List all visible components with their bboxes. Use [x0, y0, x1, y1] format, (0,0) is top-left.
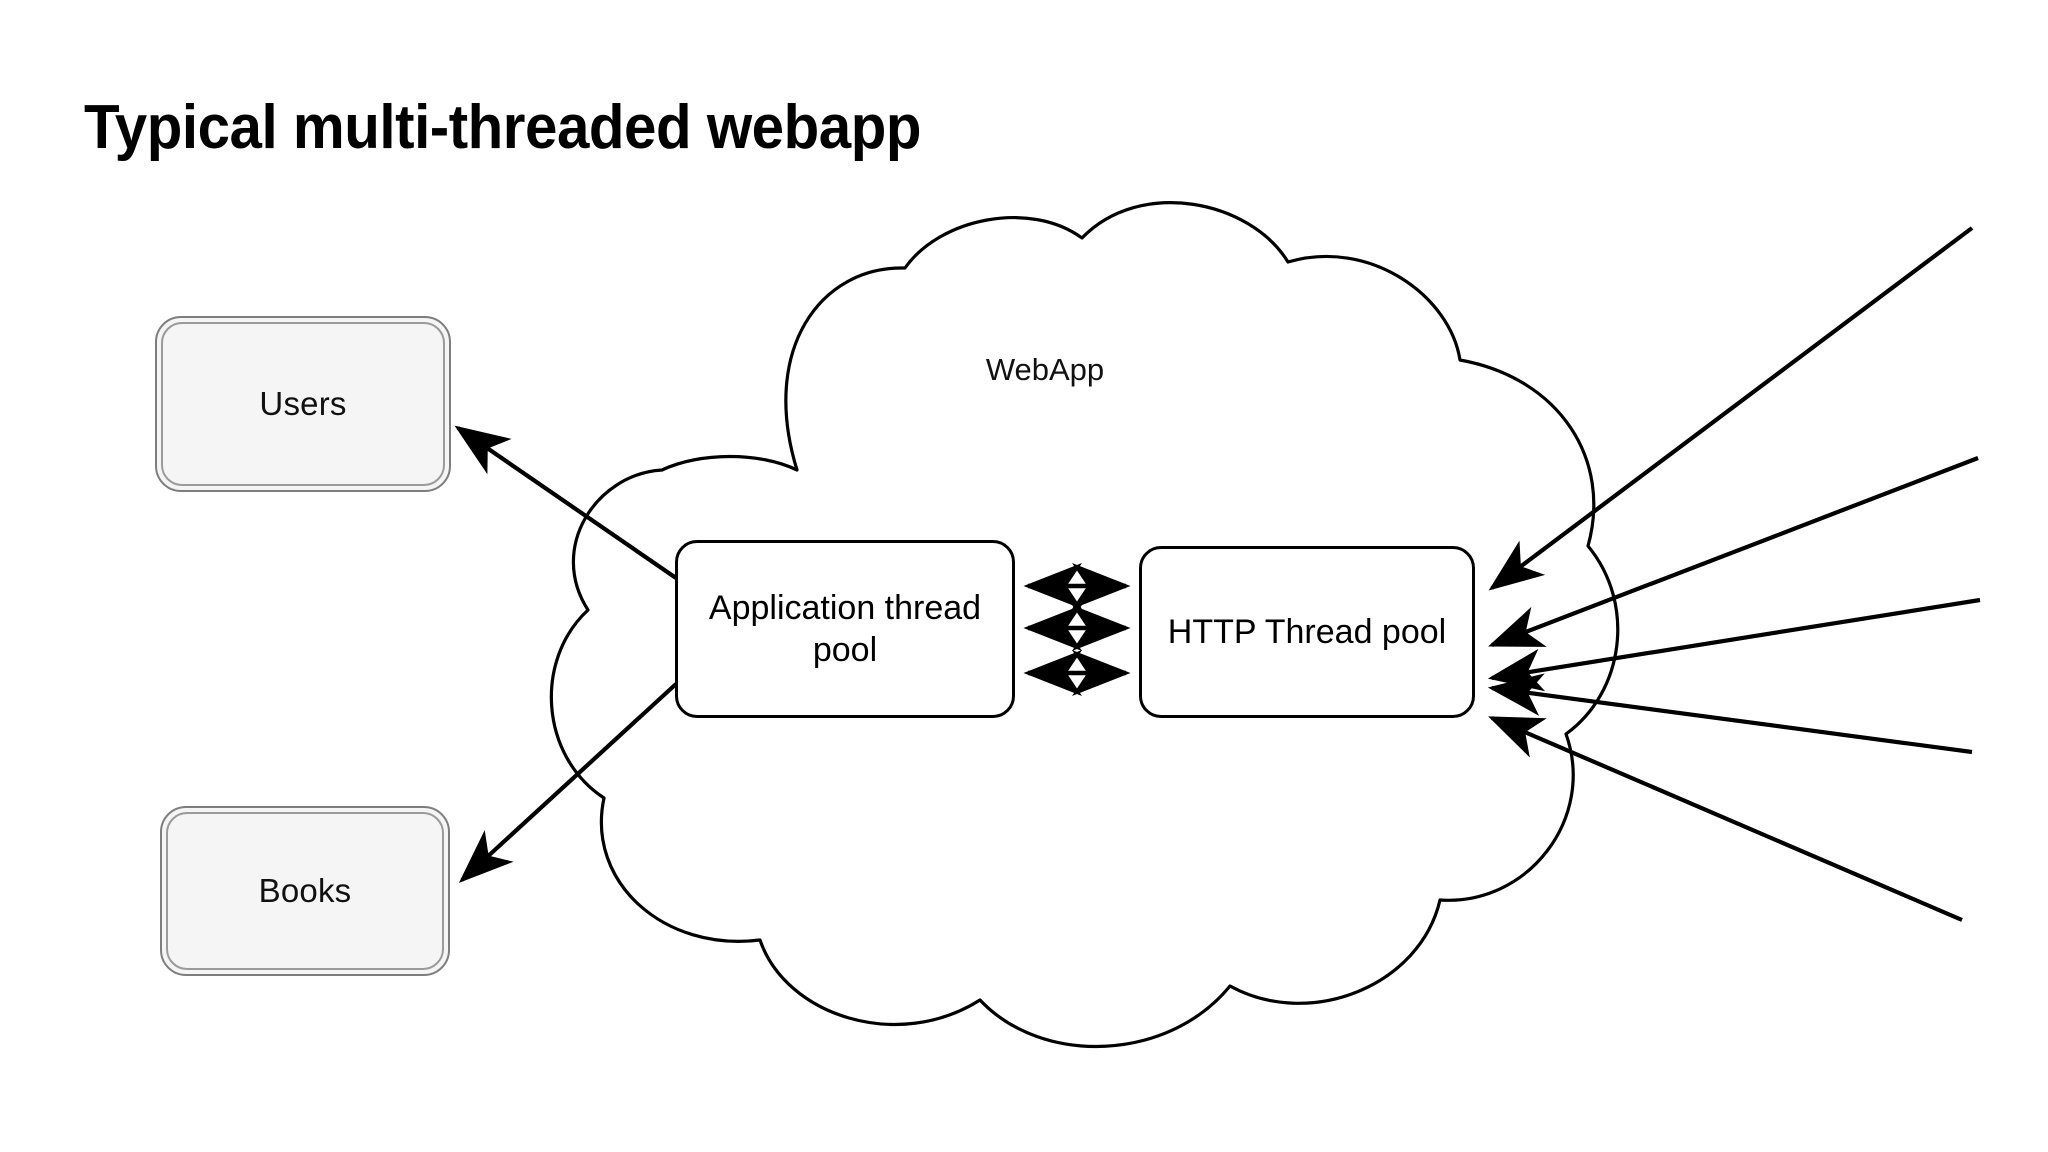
incoming-arrow-5 [1488, 716, 1963, 922]
incoming-request-arrows [1487, 226, 1981, 922]
pool-interconnect-arrows [1023, 563, 1131, 696]
page-title: Typical multi-threaded webapp [84, 93, 921, 162]
entity-label-users: Users [259, 385, 347, 422]
arrow-to-users [454, 425, 678, 580]
incoming-arrow-1 [1488, 226, 1974, 591]
node-http-thread-pool[interactable]: HTTP Thread pool [1139, 546, 1475, 718]
node-label-application-thread-pool: Application thread pool [708, 589, 982, 669]
incoming-arrow-2 [1488, 456, 1979, 647]
node-label-http-thread-pool: HTTP Thread pool [1167, 613, 1447, 651]
incoming-arrow-4 [1487, 673, 1973, 755]
webapp-cloud-label: WebApp [985, 352, 1105, 387]
entity-box-books[interactable]: Books [160, 806, 450, 976]
node-application-thread-pool[interactable]: Application thread pool [675, 540, 1015, 718]
incoming-arrow-3 [1487, 597, 1981, 692]
arrow-to-books [458, 682, 678, 883]
entity-box-users[interactable]: Users [155, 316, 451, 492]
pool-to-entity-arrows [454, 425, 678, 883]
entity-label-books: Books [258, 872, 352, 909]
